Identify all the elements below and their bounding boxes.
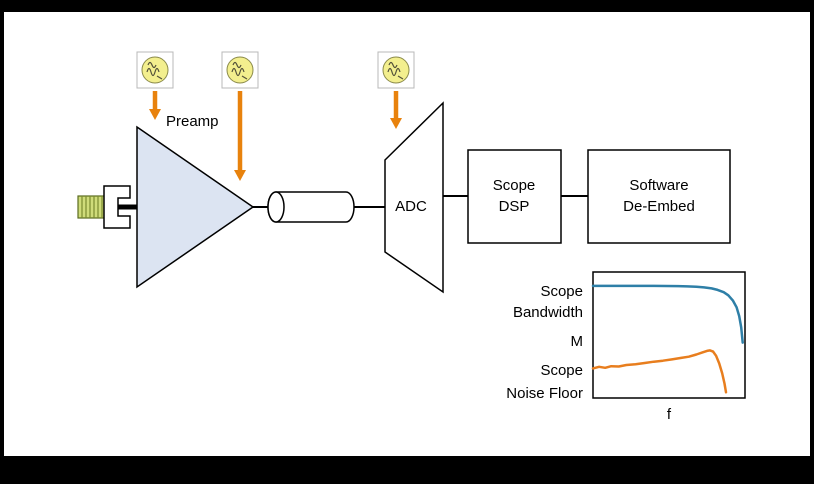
connector-thread-hatch <box>81 196 103 218</box>
cable-end-face <box>267 191 285 223</box>
scope-dsp-box: Scope DSP <box>467 149 562 244</box>
bandwidth-label-line2: Bandwidth <box>513 304 583 321</box>
x-axis-label: f <box>667 406 672 423</box>
scope-dsp-label-line2: DSP <box>499 198 530 215</box>
input-connector <box>77 185 137 229</box>
scope-bandwidth-curve <box>591 284 744 344</box>
noise-source-icon-adc <box>377 51 415 89</box>
adc-trapezoid <box>384 101 444 294</box>
noise-floor-label-line1: Scope <box>540 362 583 379</box>
preamp-label: Preamp <box>166 113 219 130</box>
software-deembed-label-line1: Software <box>629 177 688 194</box>
software-deembed-box: Software De-Embed <box>587 149 731 244</box>
chart-frame <box>592 271 746 399</box>
scope-dsp-label-line1: Scope <box>493 177 536 194</box>
software-deembed-label-line2: De-Embed <box>623 198 695 215</box>
bandwidth-label-line1: Scope <box>540 283 583 300</box>
coax-cable <box>267 191 355 223</box>
noise-arrow-preamp-output <box>234 91 246 181</box>
preamp-triangle <box>136 125 255 289</box>
adc-label: ADC <box>395 198 427 215</box>
response-chart: Scope Bandwidth M Scope Noise Floor f <box>506 271 746 423</box>
noise-source-icon-preamp-output <box>221 51 259 89</box>
connector-body <box>103 185 131 229</box>
y-axis-label: M <box>571 333 584 350</box>
noise-source-icon-preamp-input <box>136 51 174 89</box>
noise-arrow-adc <box>390 91 402 129</box>
noise-arrow-preamp-input <box>149 91 161 120</box>
scope-noise-floor-curve <box>591 349 728 394</box>
noise-floor-label-line2: Noise Floor <box>506 385 583 402</box>
